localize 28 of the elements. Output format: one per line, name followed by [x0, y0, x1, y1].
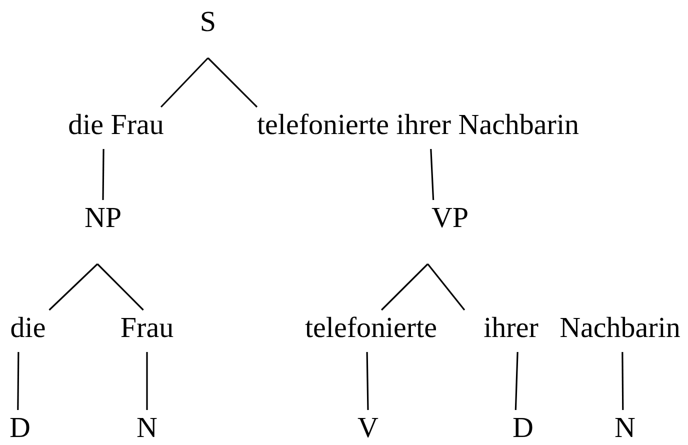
tree-label: Frau [120, 312, 174, 344]
tree-label: D [512, 412, 534, 444]
tree-branch [146, 352, 148, 410]
tree-branch [622, 352, 624, 410]
tree-branch [96, 263, 144, 311]
tree-label: telefonierte [304, 312, 438, 344]
tree-label: die Frau [68, 109, 164, 141]
tree-branch [207, 57, 258, 108]
tree-branch [430, 148, 434, 200]
tree-label: die [10, 312, 46, 344]
tree-label: telefonierte ihrer Nachbarin [256, 109, 580, 141]
tree-label: Nachbarin [560, 312, 680, 344]
tree-label: D [10, 412, 30, 444]
tree-branch [514, 352, 518, 410]
tree-branch [102, 149, 104, 200]
tree-label: N [614, 412, 636, 444]
tree-branch [427, 264, 466, 310]
tree-branch [160, 57, 209, 108]
tree-branch [17, 352, 20, 410]
tree-label: ihrer [484, 312, 538, 344]
tree-branch [48, 263, 98, 311]
tree-label: N [136, 412, 158, 444]
tree-branch [366, 352, 369, 410]
tree-branch [381, 263, 428, 311]
tree-label: S [200, 6, 216, 38]
tree-label: V [358, 412, 378, 444]
tree-label: NP [84, 202, 122, 234]
tree-label: VP [431, 202, 469, 234]
